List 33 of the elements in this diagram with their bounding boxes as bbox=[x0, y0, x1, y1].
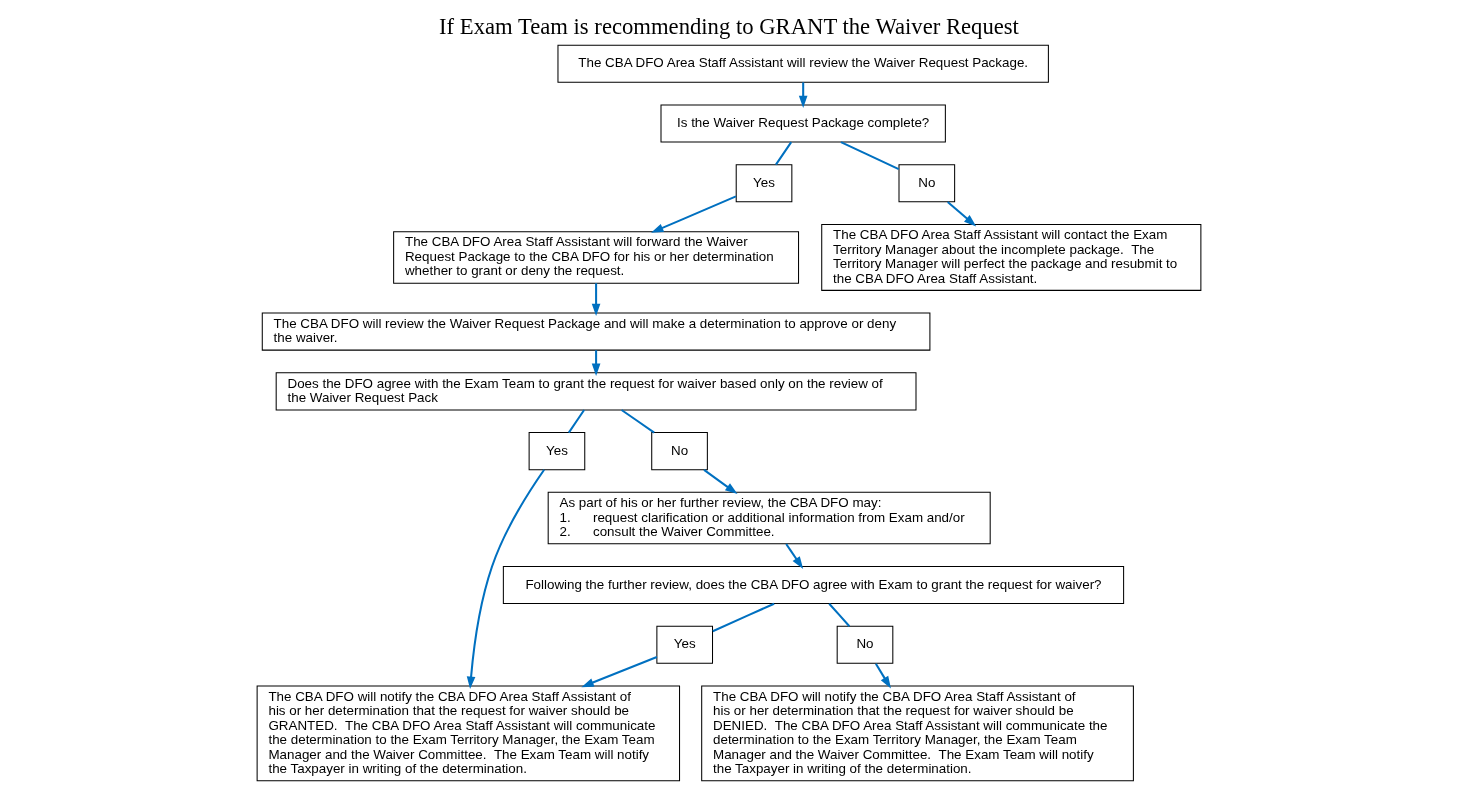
node-box: Yes bbox=[528, 432, 585, 471]
arrow bbox=[580, 656, 657, 688]
connector bbox=[620, 409, 655, 434]
arrow bbox=[702, 469, 737, 495]
arrow bbox=[591, 350, 600, 376]
node-box: As part of his or her further review, the CBA DFO may: 1. request clarification or additional information from Exam and/or 2. consult the Waiver Committee. bbox=[547, 491, 991, 545]
node-box: No bbox=[836, 625, 893, 664]
node-box: Does the DFO agree with the Exam Team to grant the request for waiver based only on the review of the Waiver Request Pack bbox=[275, 372, 916, 411]
connector bbox=[567, 409, 585, 434]
node-box: Yes bbox=[735, 164, 792, 203]
connector bbox=[827, 603, 850, 627]
node-box: The CBA DFO will review the Waiver Request Package and will make a determination to approve or deny the waiver. bbox=[261, 312, 930, 351]
connector bbox=[840, 141, 899, 170]
arrow bbox=[650, 195, 736, 233]
diagram-title: If Exam Team is recommending to GRANT the Waiver Request bbox=[438, 14, 1019, 40]
node-box: The CBA DFO Area Staff Assistant will review the Waiver Request Package. bbox=[556, 44, 1049, 83]
arrow bbox=[466, 469, 545, 689]
node-box: Following the further review, does the CBA DFO agree with Exam to grant the request for waiver? bbox=[502, 566, 1124, 605]
node-box: The CBA DFO Area Staff Assistant will contact the Exam Territory Manager about the incomplete package. The Territory Manager will perfect the package and resubmit to the CBA DFO Area Staff Assistant. bbox=[820, 223, 1201, 291]
node-box: Yes bbox=[655, 625, 713, 664]
arrow bbox=[591, 283, 600, 317]
node-box: The CBA DFO will notify the CBA DFO Area Staff Assistant of his or her determination that the request for waiver should be DENIED. The CBA DFO Area Staff Assistant will communicate the determination to the Exam Territory Manager, the Exam Team Manager and the Waiver Committee. The Exam Team will notify the Taxpayer in writing of the determination. bbox=[700, 685, 1134, 782]
node-box: No bbox=[650, 432, 708, 471]
node-box: No bbox=[898, 164, 955, 203]
node-box: Is the Waiver Request Package complete? bbox=[660, 104, 946, 143]
connector bbox=[711, 602, 775, 633]
connector bbox=[774, 141, 792, 166]
arrow bbox=[798, 82, 808, 109]
arrow bbox=[946, 201, 976, 227]
node-box: The CBA DFO Area Staff Assistant will forward the Waiver Request Package to the CBA DFO for his or her determination whether to grant or deny the request. bbox=[392, 231, 799, 284]
arrow bbox=[874, 663, 891, 689]
arrow bbox=[784, 543, 803, 569]
node-box: The CBA DFO will notify the CBA DFO Area Staff Assistant of his or her determination that the request for waiver should be GRANTED. The CBA DFO Area Staff Assistant will communicate the determination to the Exam Territory Manager, the Exam Team Manager and the Waiver Committee. The Exam Team will notify the Taxpayer in writing of the determination. bbox=[256, 685, 680, 782]
